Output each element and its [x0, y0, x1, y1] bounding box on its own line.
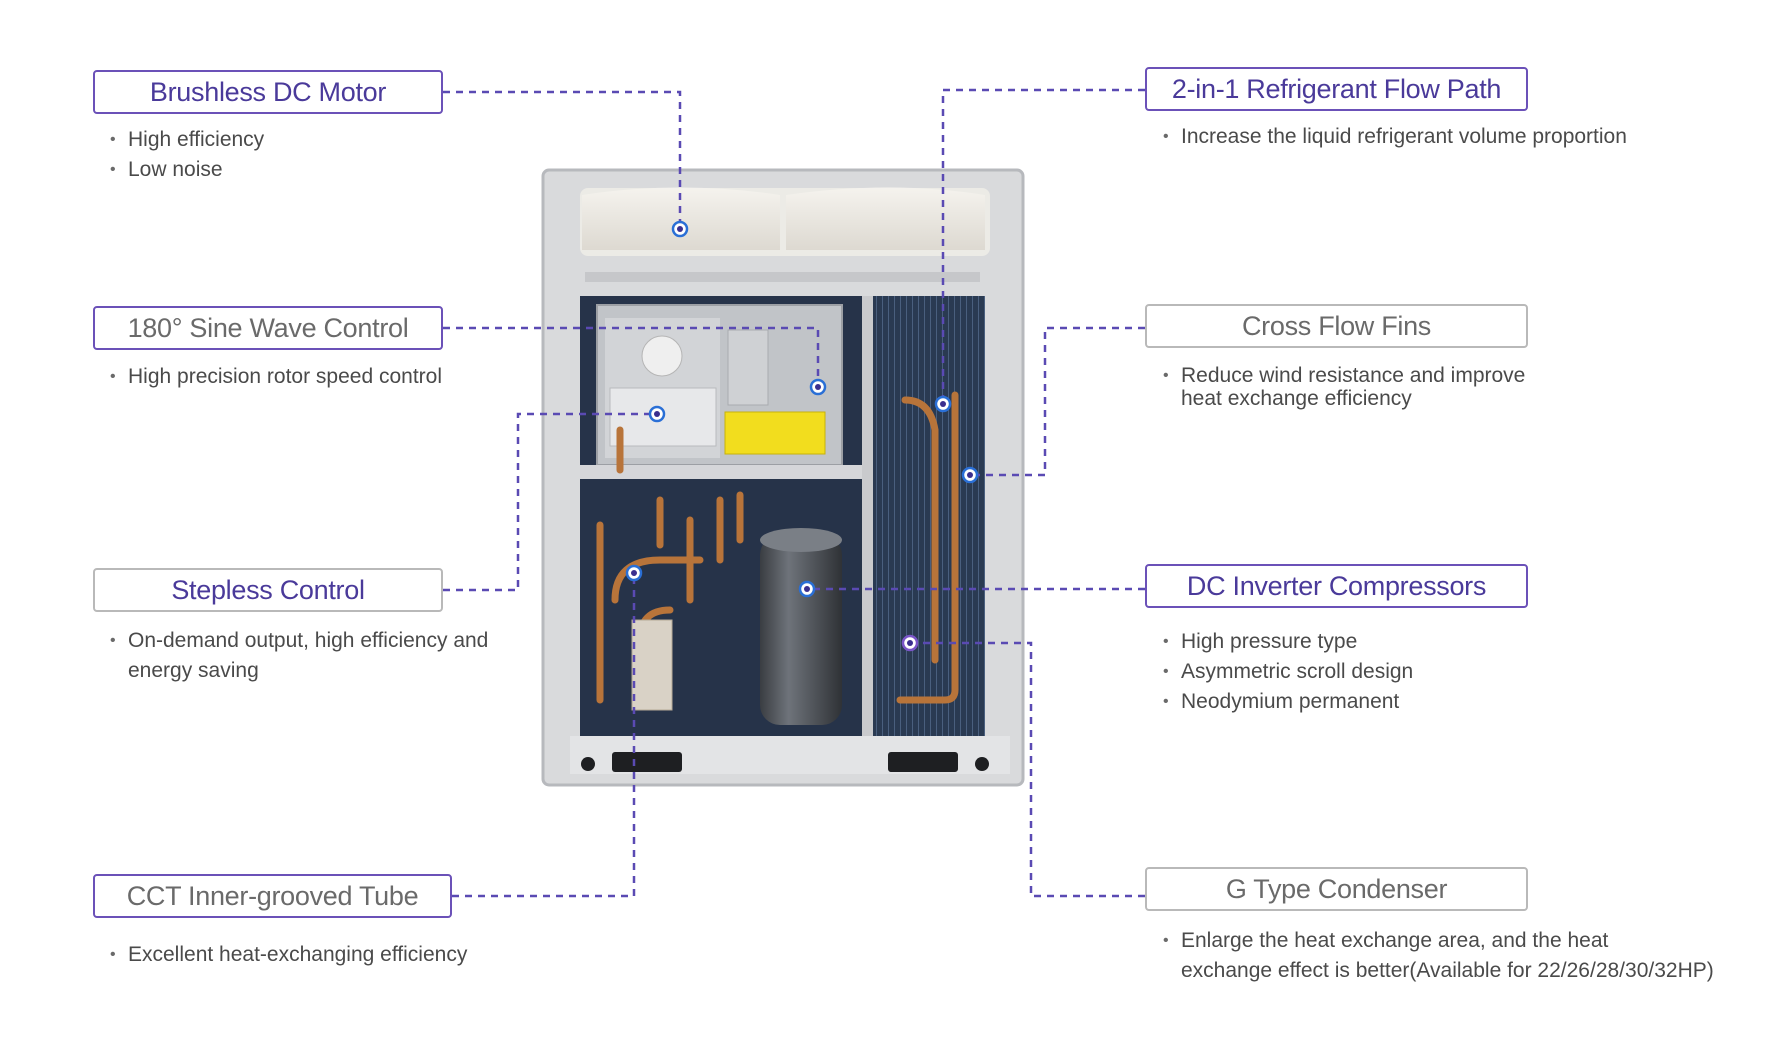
label-refrigerant-flow-path: 2-in-1 Refrigerant Flow Path [1145, 67, 1528, 111]
bullets-stepless-control: On-demand output, high efficiency and en… [110, 626, 488, 686]
connector-stepless-control [443, 412, 657, 592]
fan-right [786, 187, 985, 250]
bullet-item: Low noise [110, 155, 264, 185]
bullet-item: Increase the liquid refrigerant volume p… [1163, 122, 1627, 152]
outdoor-unit [541, 168, 1025, 787]
connector-refrigerant-flow-path [941, 88, 1145, 404]
label-cross-flow-fins: Cross Flow Fins [1145, 304, 1528, 348]
marker-g-type-condenser [901, 634, 919, 652]
bullets-cross-flow-fins: Reduce wind resistance and improve heat … [1163, 364, 1525, 410]
label-stepless-control: Stepless Control [93, 568, 443, 612]
bullet-item-continuation: energy saving [128, 659, 259, 682]
marker-dc-inverter-compressors [798, 580, 816, 598]
bullet-item: On-demand output, high efficiency and [110, 626, 488, 656]
bullets-g-type-condenser: Enlarge the heat exchange area, and the … [1163, 926, 1714, 986]
label-sine-wave-control: 180° Sine Wave Control [93, 306, 443, 350]
marker-brushless-dc-motor [671, 220, 689, 238]
connector-cct-inner-grooved-tube [452, 573, 636, 898]
marker-cross-flow-fins [961, 466, 979, 484]
marker-cct-inner-grooved-tube [625, 564, 643, 582]
label-g-type-condenser: G Type Condenser [1145, 867, 1528, 911]
callout-markers [625, 220, 979, 652]
bullet-item-continuation: heat exchange efficiency [1181, 387, 1412, 410]
fan-left [582, 187, 780, 250]
label-cct-inner-grooved-tube: CCT Inner-grooved Tube [93, 874, 452, 918]
bullet-item: High precision rotor speed control [110, 362, 442, 392]
bullet-item: High pressure type [1163, 627, 1413, 657]
connector-cross-flow-fins [970, 326, 1145, 477]
bullet-item: Asymmetric scroll design [1163, 657, 1413, 687]
bullets-cct-inner-grooved-tube: Excellent heat-exchanging efficiency [110, 940, 467, 970]
marker-refrigerant-flow-path [934, 395, 952, 413]
bullet-item: Excellent heat-exchanging efficiency [110, 940, 467, 970]
connector-lines [443, 88, 1145, 898]
marker-stepless-control [648, 405, 666, 423]
compressor [760, 535, 842, 725]
bullets-brushless-dc-motor: High efficiency Low noise [110, 125, 264, 185]
bullets-refrigerant-flow-path: Increase the liquid refrigerant volume p… [1163, 122, 1627, 152]
bullets-dc-inverter-compressors: High pressure type Asymmetric scroll des… [1163, 627, 1413, 717]
bullet-item: Neodymium permanent [1163, 687, 1413, 717]
connector-brushless-dc-motor [443, 90, 682, 229]
label-brushless-dc-motor: Brushless DC Motor [93, 70, 443, 114]
warning-label [724, 411, 826, 455]
label-dc-inverter-compressors: DC Inverter Compressors [1145, 564, 1528, 608]
marker-sine-wave-control [809, 378, 827, 396]
connector-g-type-condenser [910, 641, 1145, 898]
bullet-item: High efficiency [110, 125, 264, 155]
bullets-sine-wave-control: High precision rotor speed control [110, 362, 442, 392]
bullet-item-continuation: exchange effect is better(Available for … [1181, 959, 1714, 982]
bullet-item: Enlarge the heat exchange area, and the … [1163, 926, 1714, 956]
condenser-coil [873, 296, 985, 736]
bullet-item: Reduce wind resistance and improve [1163, 364, 1525, 387]
